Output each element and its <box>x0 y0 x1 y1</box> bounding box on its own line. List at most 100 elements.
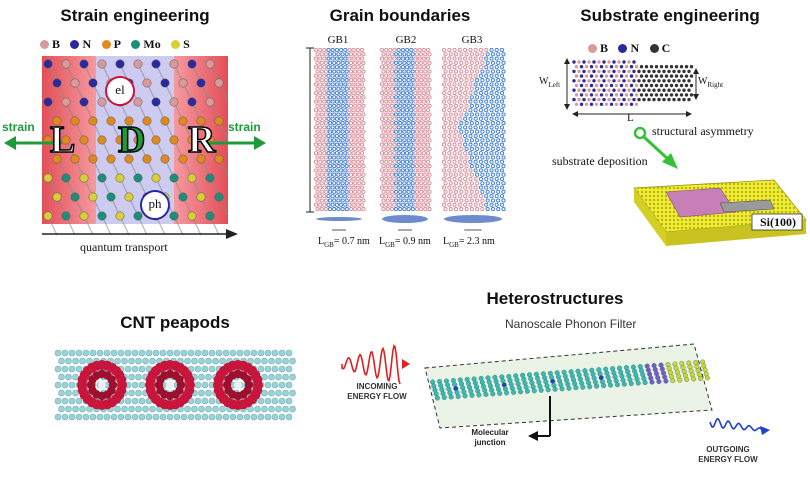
lattice-atom <box>384 176 389 182</box>
lattice-atom <box>389 112 394 117</box>
lattice-atom <box>452 185 457 190</box>
lattice-atom <box>480 69 485 74</box>
ribbon-atom <box>642 79 646 83</box>
lattice-atom <box>379 176 385 182</box>
lattice-atom <box>398 60 403 65</box>
tube-atom <box>264 397 272 405</box>
lattice-atom <box>357 60 362 65</box>
lattice-atom <box>417 185 422 190</box>
lattice-atom <box>344 86 349 91</box>
ribbon-atom <box>599 65 604 69</box>
lattice-atom <box>388 151 393 156</box>
lattice-atom <box>347 142 352 147</box>
lattice-atom <box>501 198 506 203</box>
lattice-atom <box>478 133 483 139</box>
lattice-atom <box>313 202 319 207</box>
lattice-atom <box>336 189 341 194</box>
lattice-atom <box>464 95 469 100</box>
lattice-atom <box>419 164 424 169</box>
lattice-atom <box>332 60 337 65</box>
lattice-atom <box>447 185 452 190</box>
lattice-atom <box>443 164 448 169</box>
lattice-atom <box>489 176 494 182</box>
strain-legend: B N P Mo S <box>40 36 240 54</box>
lattice-atom <box>480 138 485 143</box>
lattice-atom <box>326 47 331 53</box>
tube-atom <box>75 365 83 373</box>
lattice-atom <box>323 69 328 74</box>
lattice-atom <box>398 129 403 134</box>
ribbon-atom <box>594 102 599 106</box>
lattice-atom <box>419 129 424 134</box>
tube-atom <box>278 365 286 373</box>
tube-atom <box>215 349 223 357</box>
tube-atom <box>250 349 258 357</box>
ribbon-atom <box>682 97 686 102</box>
tube-atom <box>236 349 244 357</box>
pea-atom <box>107 375 116 384</box>
lattice-atom <box>336 198 341 203</box>
lattice-atom <box>417 82 422 87</box>
ribbon-atom <box>637 97 641 102</box>
lattice-atom <box>379 133 385 139</box>
lattice-atom <box>405 168 410 173</box>
lattice-atom <box>443 189 448 194</box>
lattice-atom <box>457 185 462 190</box>
fullerene-pea-1 <box>77 360 127 410</box>
lattice-atom <box>348 172 354 177</box>
tube-atom <box>75 413 83 421</box>
lattice-atom <box>355 159 360 164</box>
lattice-atom <box>353 138 358 143</box>
lattice-atom <box>326 168 331 173</box>
lattice-atom <box>389 146 394 151</box>
lattice-atom <box>484 159 489 164</box>
lattice-atom <box>340 78 345 83</box>
lattice-atom <box>501 189 506 194</box>
lattice-atom <box>406 198 411 203</box>
lattice-atom <box>340 164 345 169</box>
chain-atom <box>614 382 620 388</box>
lattice-atom <box>389 189 394 194</box>
lattice-atom <box>414 121 420 126</box>
lattice-atom <box>315 69 320 74</box>
lattice-atom <box>468 159 473 164</box>
lattice-atom <box>409 168 414 173</box>
lattice-atom <box>400 125 405 130</box>
lattice-atom <box>478 56 483 61</box>
lattice-atom <box>381 52 386 57</box>
lattice-atom <box>318 168 323 173</box>
lattice-atom <box>339 151 344 156</box>
ribbon-atom <box>684 65 689 69</box>
lattice-atom <box>392 151 397 156</box>
lattice-atom <box>330 116 335 121</box>
lattice-atom <box>419 78 424 83</box>
lattice-atom <box>414 69 420 74</box>
lattice-atom <box>313 116 319 121</box>
ribbon-atom <box>589 74 594 78</box>
lattice-atom <box>347 90 352 96</box>
tube-atom <box>114 405 121 413</box>
lattice-atom <box>327 103 333 108</box>
lattice-atom <box>405 125 410 130</box>
lattice-atom <box>484 151 489 156</box>
lattice-atom <box>359 168 365 173</box>
lattice-atom <box>484 56 489 61</box>
lattice-atom <box>318 56 323 61</box>
lattice-atom <box>464 86 469 91</box>
lattice-atom <box>398 207 403 212</box>
atom <box>106 116 116 126</box>
lattice-atom <box>448 52 453 57</box>
lattice-atom <box>441 194 447 199</box>
lattice-atom <box>379 116 385 121</box>
atom <box>187 173 197 183</box>
lattice-atom <box>453 172 459 177</box>
lattice-atom <box>421 116 426 121</box>
lattice-atom <box>322 90 327 96</box>
lattice-atom <box>427 95 432 100</box>
tube-atom <box>131 397 139 405</box>
tube-atom <box>261 373 268 381</box>
lattice-atom <box>447 151 452 156</box>
atom <box>106 154 116 164</box>
lattice-atom <box>323 60 328 65</box>
lattice-atom <box>326 185 331 190</box>
